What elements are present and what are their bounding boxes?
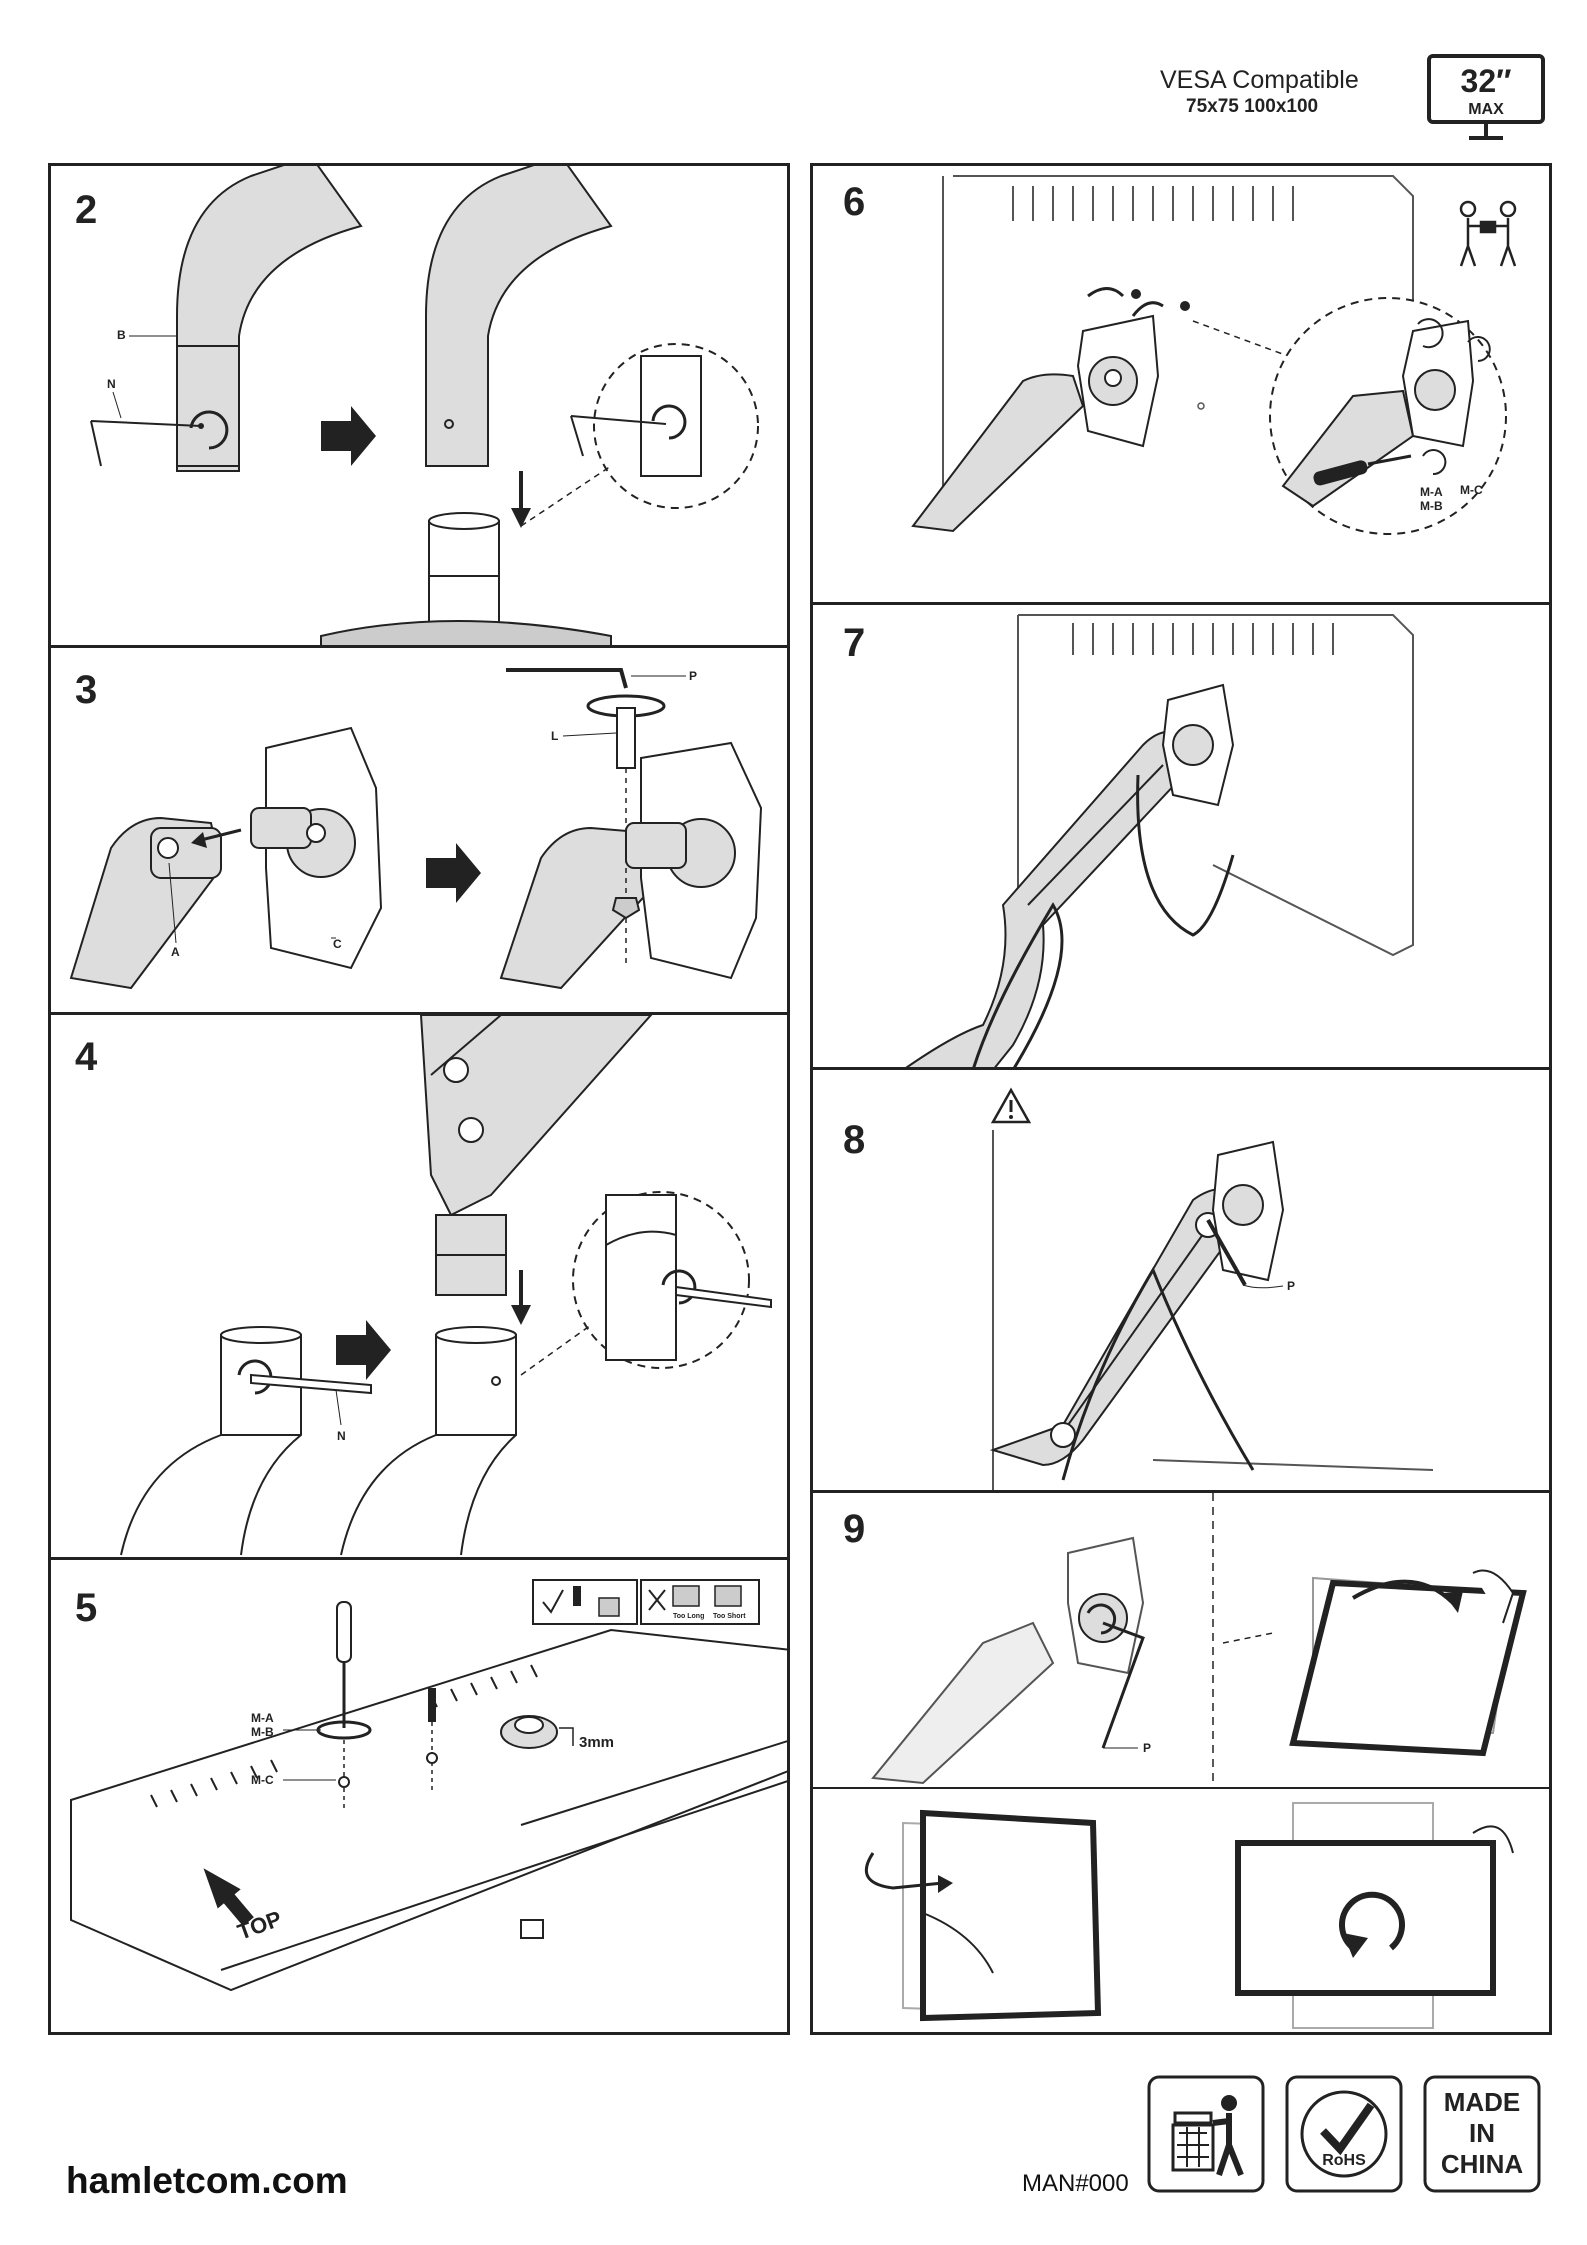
warning-icon [993, 1090, 1029, 1122]
step-5-label-mc: M-C [251, 1773, 274, 1787]
step-7-panel: 7 [810, 602, 1552, 1070]
made-in-line-2: IN [1469, 2118, 1495, 2148]
max-size-value: 32″ [1461, 63, 1512, 99]
step-7-illustration [813, 605, 1552, 1070]
step-3-label-a: A [171, 945, 180, 959]
two-person-lift-icon [1461, 202, 1515, 266]
vesa-sizes: 75x75 100x100 [1186, 96, 1318, 118]
made-in-line-3: CHINA [1441, 2149, 1524, 2179]
step-4-panel: 4 N [48, 1012, 790, 1560]
step-5-illustration: TOP M-A M-B M-C 3mm Too Long Too Short [51, 1560, 790, 2035]
step-3-panel: 3 A C P L [48, 645, 790, 1015]
step-5-label-3mm: 3mm [579, 1734, 614, 1751]
manual-code: MAN#000 [1022, 2170, 1129, 2198]
step-3-label-p: P [689, 669, 697, 683]
step-6-label-mc: M-C [1460, 483, 1483, 497]
step-5-label-ma: M-A [251, 1711, 274, 1725]
weee-bin-icon [1147, 2075, 1265, 2193]
step-6-illustration: M-A M-B M-C [813, 166, 1552, 605]
step-4-illustration: N [51, 1015, 790, 1560]
step-6-label-ma: M-A [1420, 485, 1443, 499]
step-8-label-p: P [1287, 1279, 1295, 1293]
made-in-line-1: MADE [1444, 2087, 1521, 2117]
monitor-size-icon: 32″ MAX [1425, 52, 1549, 142]
vesa-compatible-title: VESA Compatible [1160, 66, 1359, 95]
step-9-panel: 9 P [810, 1490, 1552, 2035]
step-5-label-mb: M-B [251, 1725, 274, 1739]
step-2-illustration: B N [51, 166, 790, 648]
step-3-label-l: L [551, 729, 558, 743]
step-5-label-too-short: Too Short [713, 1613, 746, 1620]
max-size-label: MAX [1468, 101, 1504, 118]
step-2-label-n: N [107, 377, 116, 391]
step-8-illustration: P [813, 1070, 1552, 1493]
rohs-icon: RoHS [1285, 2075, 1403, 2193]
step-2-panel: 2 B N [48, 163, 790, 648]
step-4-label-n: N [337, 1429, 346, 1443]
step-9-illustration: P [813, 1493, 1552, 2035]
rohs-label: RoHS [1322, 2152, 1366, 2169]
step-5-panel: 5 TOP M-A M-B M-C 3mm [48, 1557, 790, 2035]
step-3-illustration: A C P L [51, 648, 790, 1015]
step-9-label-p: P [1143, 1741, 1151, 1755]
step-3-label-c: C [333, 937, 342, 951]
step-8-panel: 8 P [810, 1067, 1552, 1493]
step-6-label-mb: M-B [1420, 499, 1443, 513]
step-6-panel: 6 M-A M-B M-C [810, 163, 1552, 605]
made-in-china-badge: MADE IN CHINA [1423, 2075, 1541, 2193]
step-5-label-too-long: Too Long [673, 1613, 704, 1620]
step-2-label-b: B [117, 328, 126, 342]
website-url[interactable]: hamletcom.com [66, 2160, 348, 2202]
